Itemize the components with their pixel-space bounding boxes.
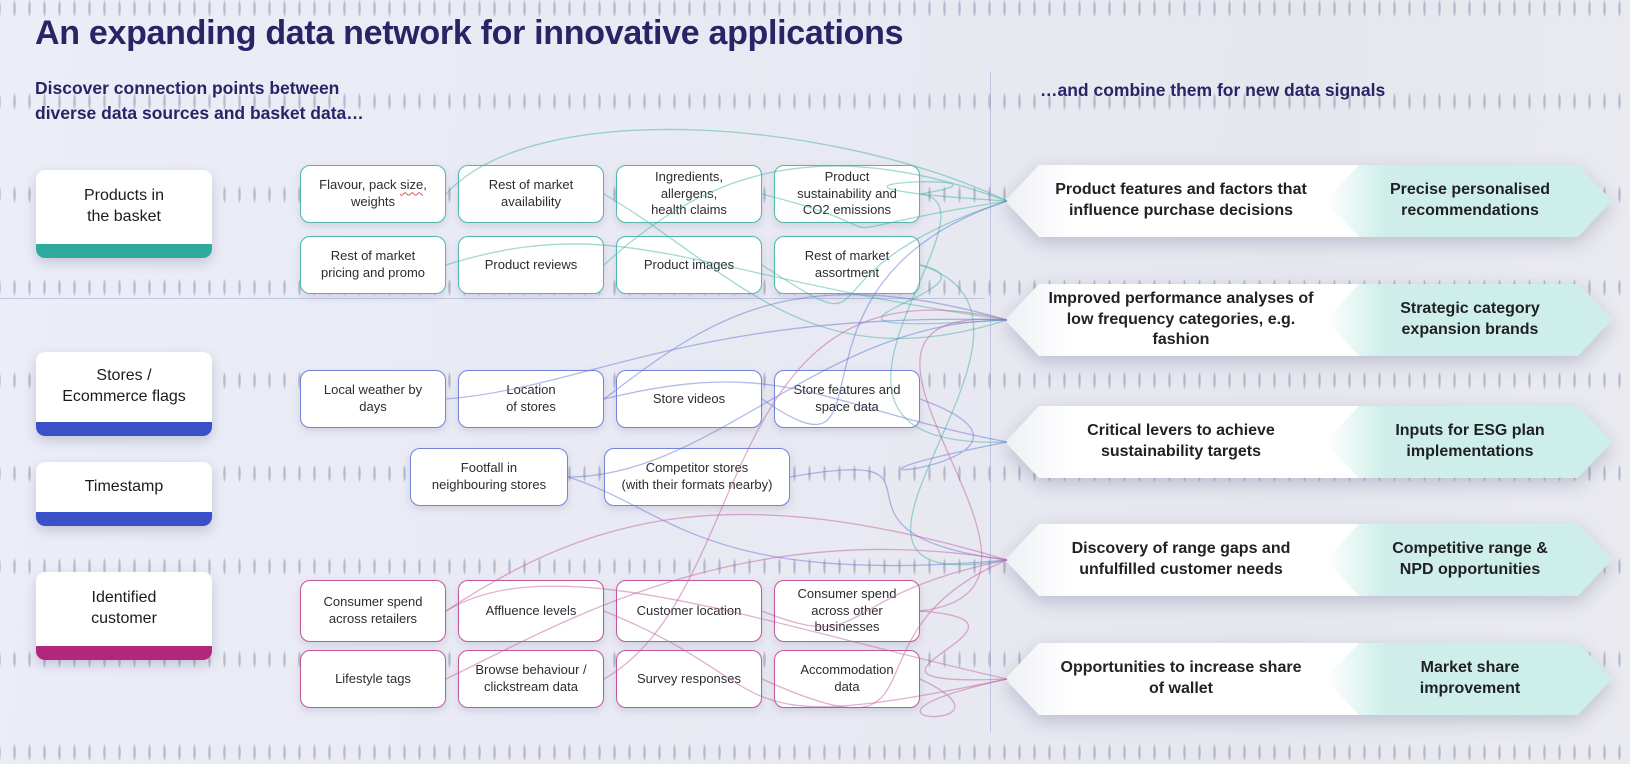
data-box-product-reviews: Product reviews: [458, 236, 604, 294]
signal-row: Opportunities to increase share of walle…: [1005, 643, 1612, 715]
signal-outcome: Precise personalised recommendations: [1389, 181, 1551, 219]
data-box-rom-assortment: Rest of market assortment: [774, 236, 920, 294]
signal-shape-teal: [1325, 406, 1612, 478]
data-box-label: Flavour, pack size, weights: [319, 177, 427, 209]
data-box-consumer-spend-other: Consumer spend across other businesses: [774, 580, 920, 642]
signal-outcome: Strategic category expansion brands: [1400, 300, 1540, 338]
connection-wire: [919, 318, 1008, 612]
horizontal-divider-line: [0, 298, 985, 299]
signal-description: Critical levers to achieve sustainabilit…: [1087, 422, 1275, 460]
signal-row: Product features and factors that influe…: [1005, 165, 1612, 237]
data-box-footfall: Footfall in neighbouring stores: [410, 448, 568, 506]
data-box-accommodation: Accommodation data: [774, 650, 920, 708]
data-box-local-weather: Local weather by days: [300, 370, 446, 428]
page-title: An expanding data network for innovative…: [35, 14, 904, 52]
source-card-stores: Stores / Ecommerce flags: [36, 352, 212, 436]
source-card-customer: Identified customer: [36, 572, 212, 660]
data-box-ingredients: Ingredients, allergens, health claims: [616, 165, 762, 223]
data-box-rom-pricing: Rest of market pricing and promo: [300, 236, 446, 294]
signal-outcome: Competitive range & NPD opportunities: [1392, 540, 1548, 578]
data-box-flavour-pack-size: Flavour, pack size, weights: [300, 165, 446, 223]
signal-row: Critical levers to achieve sustainabilit…: [1005, 406, 1612, 478]
signal-shape-teal: [1325, 643, 1612, 715]
source-card-label: Products in the basket: [83, 187, 165, 225]
signal-shape-teal: [1325, 165, 1612, 237]
signal-outcome: Inputs for ESG plan implementations: [1395, 422, 1545, 460]
data-box-product-images: Product images: [616, 236, 762, 294]
signal-outcome: Market share improvement: [1419, 659, 1521, 697]
source-card-colorbar: [36, 422, 212, 436]
signal-row: Discovery of range gaps and unfulfilled …: [1005, 524, 1612, 596]
signal-description: Opportunities to increase share of walle…: [1060, 659, 1302, 697]
source-card-products: Products in the basket: [36, 170, 212, 258]
connection-wire: [789, 469, 1008, 561]
data-box-store-location: Location of stores: [458, 370, 604, 428]
data-box-customer-location: Customer location: [616, 580, 762, 642]
source-card-label: Identified customer: [91, 589, 157, 627]
subtitle-left: Discover connection points between diver…: [35, 78, 364, 123]
source-card-label: Stores / Ecommerce flags: [62, 367, 186, 405]
vertical-divider-line: [990, 72, 991, 732]
connection-wire: [919, 610, 1008, 681]
subtitle-right: …and combine them for new data signals: [1040, 80, 1386, 100]
connection-wire: [910, 264, 1008, 566]
source-card-label: Timestamp: [84, 477, 164, 495]
source-card-colorbar: [36, 646, 212, 660]
signal-shape-teal: [1325, 524, 1612, 596]
signal-shape-teal: [1325, 284, 1612, 356]
signal-description: Product features and factors that influe…: [1055, 181, 1307, 219]
source-card-colorbar: [36, 244, 212, 258]
signal-row: Improved performance analyses of low fre…: [1005, 284, 1612, 356]
data-box-browse-behaviour: Browse behaviour / clickstream data: [458, 650, 604, 708]
signal-description: Discovery of range gaps and unfulfilled …: [1071, 540, 1291, 578]
data-box-lifestyle-tags: Lifestyle tags: [300, 650, 446, 708]
source-card-timestamp: Timestamp: [36, 462, 212, 526]
data-box-rom-availability: Rest of market availability: [458, 165, 604, 223]
source-card-colorbar: [36, 512, 212, 526]
data-box-store-features: Store features and space data: [774, 370, 920, 428]
data-box-consumer-spend-retailers: Consumer spend across retailers: [300, 580, 446, 642]
data-box-survey-responses: Survey responses: [616, 650, 762, 708]
signal-description: Improved performance analyses of low fre…: [1048, 289, 1314, 349]
data-box-store-videos: Store videos: [616, 370, 762, 428]
data-box-affluence-levels: Affluence levels: [458, 580, 604, 642]
connection-wire: [919, 678, 1008, 718]
data-box-competitor-stores: Competitor stores (with their formats ne…: [604, 448, 790, 506]
spellcheck-underline: size: [400, 177, 424, 193]
data-box-sustainability: Product sustainability and CO2 emissions: [774, 165, 920, 223]
